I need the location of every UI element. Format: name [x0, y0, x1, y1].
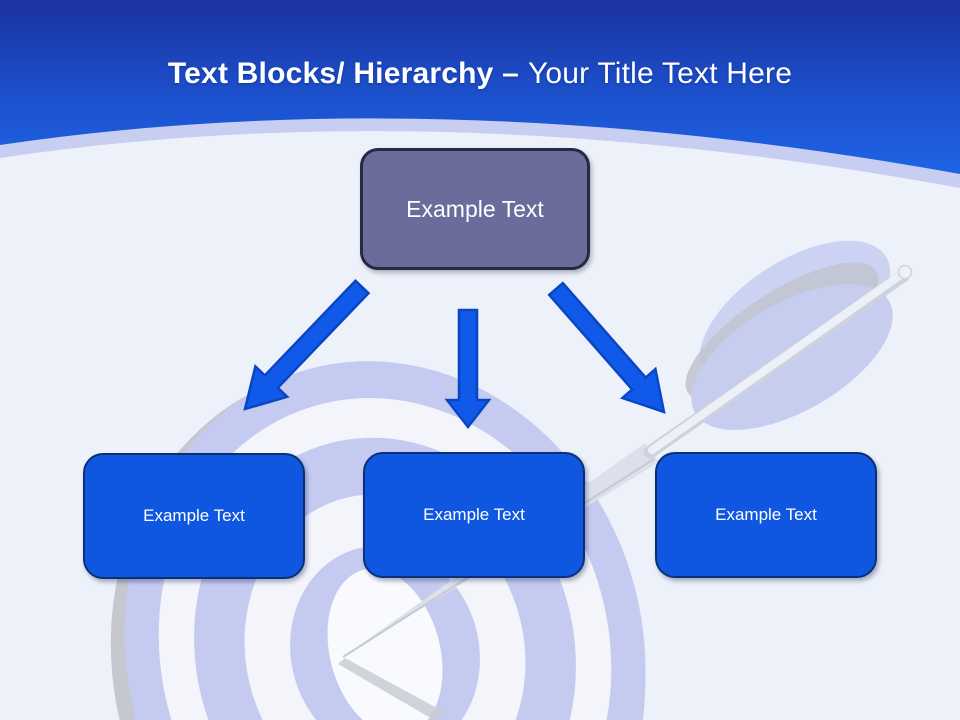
dart-shaft	[648, 270, 906, 454]
dart-shadow	[338, 658, 448, 720]
hierarchy-child-node-2: Example Text	[363, 452, 585, 578]
child-node-label: Example Text	[715, 505, 817, 524]
slide-title-regular: Your Title Text Here	[527, 57, 793, 90]
root-node-label: Example Text	[406, 195, 544, 222]
slide-title: Text Blocks/ Hierarchy –Your Title Text …	[0, 50, 960, 98]
arrow-down-icon	[444, 308, 492, 430]
dart-nock	[897, 264, 913, 280]
child-node-label: Example Text	[423, 505, 525, 524]
header-banner	[0, 0, 960, 188]
header-curve	[0, 0, 960, 174]
arrow-down-left-icon	[243, 279, 371, 411]
arrow-down-right-icon	[547, 281, 666, 414]
child-node-label: Example Text	[143, 506, 245, 525]
slide-title-bold: Text Blocks/ Hierarchy –	[167, 57, 519, 90]
hierarchy-child-node-3: Example Text	[655, 452, 877, 578]
hierarchy-child-node-1: Example Text	[83, 453, 305, 579]
hierarchy-root-node: Example Text	[360, 148, 590, 270]
